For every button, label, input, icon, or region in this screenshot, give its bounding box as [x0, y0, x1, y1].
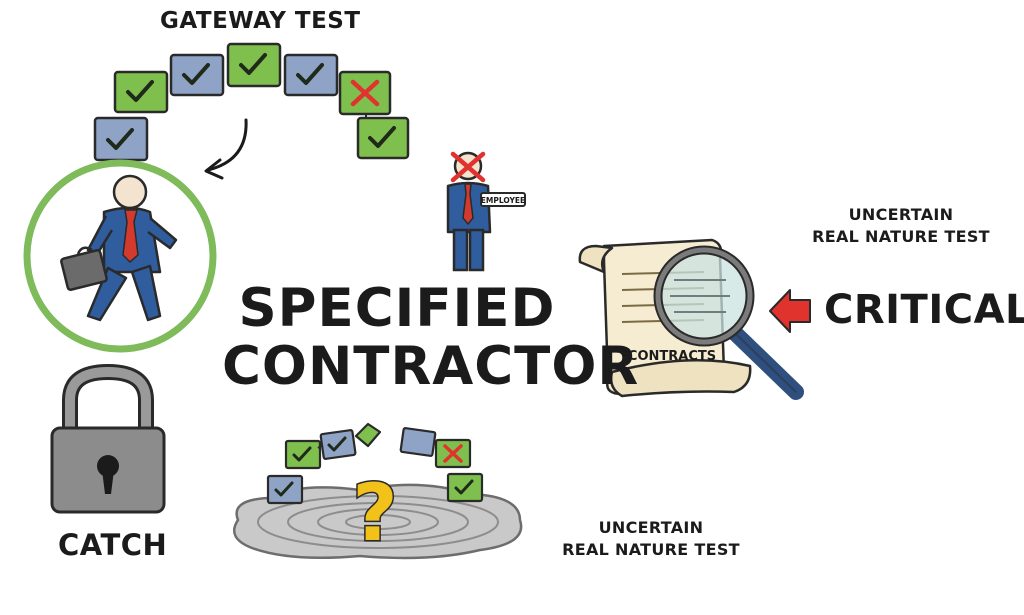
- employee-badge: [480, 192, 526, 207]
- uncertain-test-note-top: UNCERTAIN REAL NATURE TEST: [806, 204, 996, 248]
- check-icon: [106, 128, 134, 150]
- check-icon: [292, 446, 312, 462]
- uncertain-top-line-1: UNCERTAIN: [848, 205, 954, 224]
- catch-label: CATCH: [58, 528, 168, 562]
- check-icon: [454, 479, 474, 495]
- broken-step-6: [434, 438, 472, 469]
- uncertain-bottom-line-1: UNCERTAIN: [598, 518, 704, 537]
- check-icon: [239, 53, 267, 75]
- employee-figure-icon: [446, 151, 526, 272]
- check-icon: [182, 63, 210, 85]
- gateway-step-1: [93, 116, 149, 162]
- cross-icon: [443, 444, 463, 463]
- critical-label: CRITICAL: [824, 287, 1024, 333]
- contracts-text: CONTRACTS: [628, 349, 716, 364]
- check-icon: [296, 63, 324, 85]
- gateway-step-7: [356, 114, 410, 160]
- broken-step-4: [354, 422, 382, 448]
- check-icon: [274, 481, 294, 497]
- uncertain-bottom-line-2: REAL NATURE TEST: [562, 540, 740, 559]
- gateway-step-4: [226, 42, 282, 88]
- gateway-step-2: [113, 70, 169, 114]
- cross-icon: [350, 79, 380, 107]
- curved-arrow-icon: [204, 118, 248, 180]
- check-icon: [368, 126, 396, 148]
- check-icon: [327, 436, 347, 452]
- gateway-ring: [23, 159, 217, 353]
- broken-step-7: [446, 472, 484, 503]
- cross-icon: [450, 151, 486, 183]
- briefcase-icon: [60, 246, 108, 291]
- uncertain-test-note-bottom: UNCERTAIN REAL NATURE TEST: [556, 517, 746, 561]
- gateway-step-5: [283, 53, 339, 97]
- broken-step-1: [266, 474, 304, 505]
- employee-badge-text: EMPLOYEE: [481, 196, 525, 205]
- broken-step-2: [284, 439, 322, 470]
- question-mark-icon: ?: [352, 469, 397, 559]
- main-title-line-1: SPECIFIED: [238, 278, 556, 339]
- padlock-icon: [50, 363, 166, 514]
- gateway-chain: [93, 42, 410, 162]
- check-icon: [126, 80, 154, 102]
- gateway-step-6: [338, 70, 392, 116]
- gateway-test-title: GATEWAY TEST: [160, 8, 361, 34]
- broken-step-3: [319, 429, 357, 460]
- magnifier-icon: [653, 245, 804, 400]
- red-arrow-icon: [769, 289, 811, 333]
- maze-cloud-icon: [233, 483, 523, 560]
- broken-step-5: [399, 427, 437, 457]
- main-title-line-2: CONTRACTOR: [222, 336, 640, 397]
- gateway-step-3: [169, 53, 225, 97]
- uncertain-top-line-2: REAL NATURE TEST: [812, 227, 990, 246]
- contractor-figure-icon: [60, 174, 178, 322]
- broken-chain: [266, 422, 484, 505]
- main-title: SPECIFIED CONTRACTOR: [222, 278, 640, 397]
